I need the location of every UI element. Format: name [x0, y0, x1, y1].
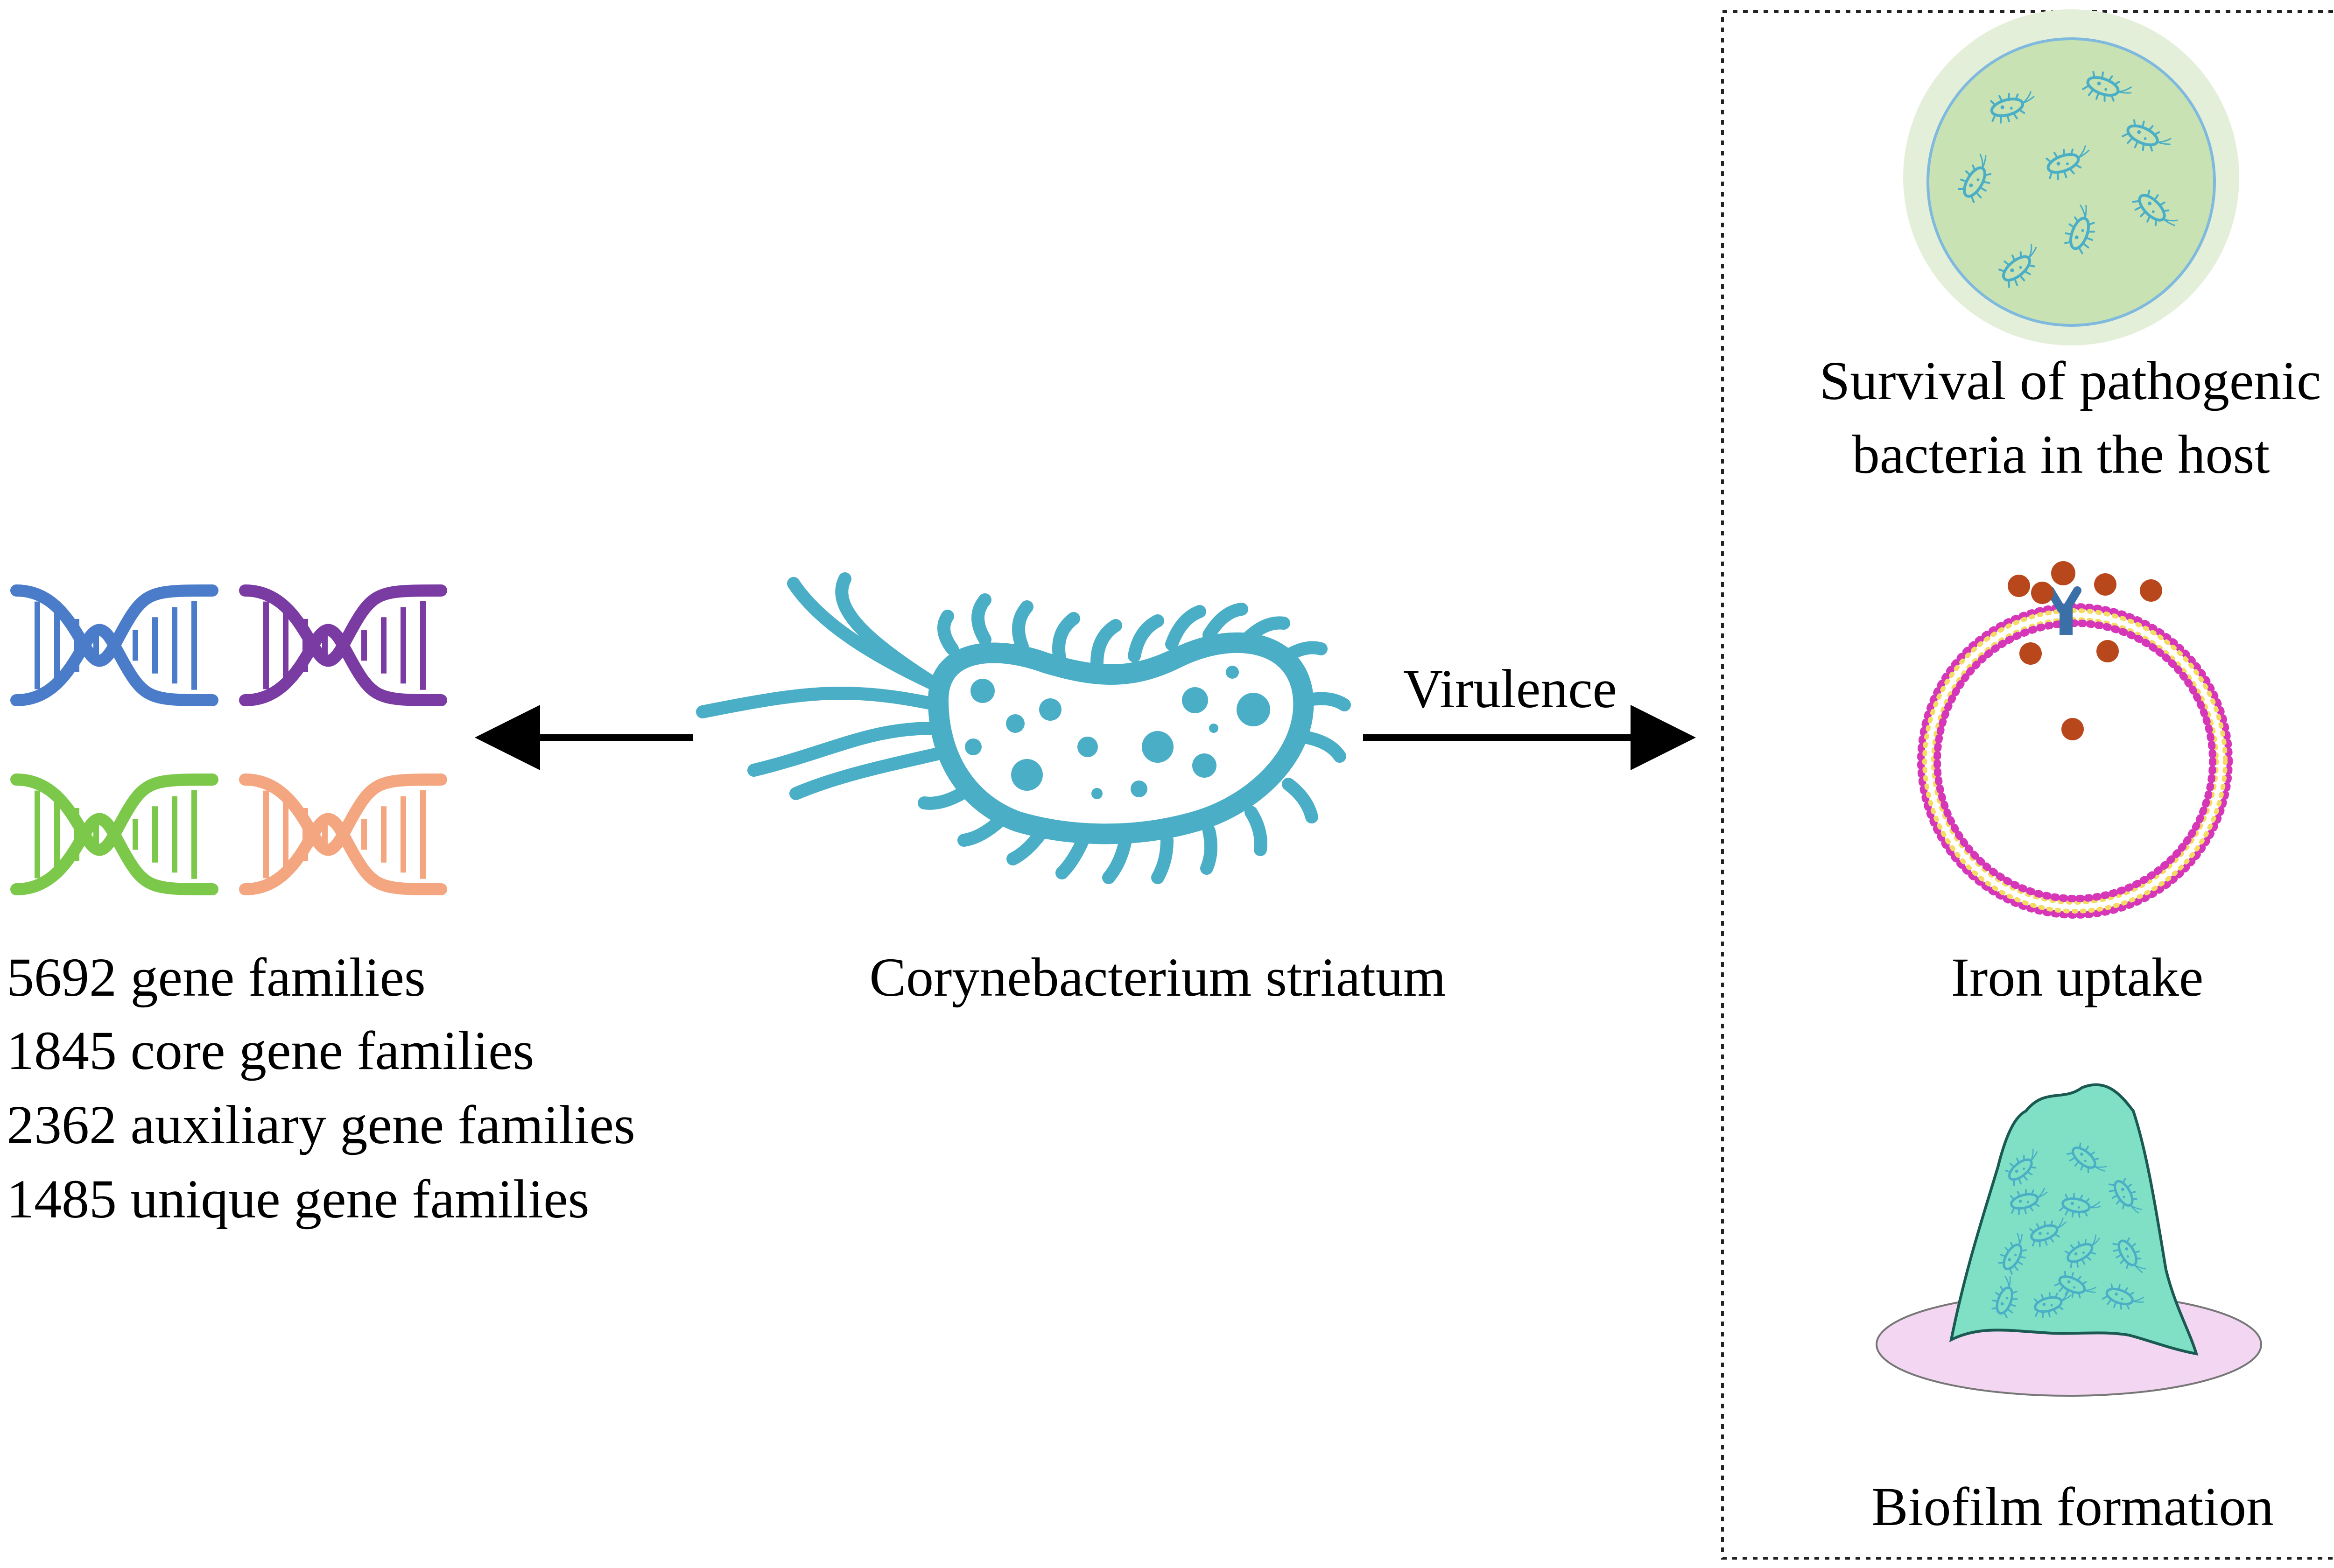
iron-label: Iron uptake: [1951, 947, 2204, 1008]
arrow-label: Virulence: [1403, 658, 1617, 719]
survival-label-line1: Survival of pathogenic: [1820, 350, 2321, 411]
bacterium-icon: [696, 572, 1351, 884]
iron-molecules: [2008, 561, 2162, 740]
gene-stat-core: 1845 core gene families: [7, 1020, 534, 1081]
dna-icon-blue: [10, 584, 218, 706]
dna-icon-orange: [239, 773, 447, 895]
dna-icon-purple: [239, 584, 447, 706]
dna-icon-green: [10, 773, 218, 895]
gene-stat-unique: 1485 unique gene families: [7, 1168, 590, 1230]
biofilm-icon: [1876, 1083, 2262, 1397]
petri-dish-icon: [1903, 9, 2239, 345]
dna-icons: [10, 584, 447, 895]
center-label: Corynebacterium striatum: [869, 947, 1446, 1008]
iron-uptake-icon: [1917, 561, 2233, 919]
gene-stat-auxiliary: 2362 auxiliary gene families: [7, 1094, 635, 1155]
biofilm-label: Biofilm formation: [1871, 1476, 2274, 1537]
gene-stats: 5692 gene families 1845 core gene famili…: [7, 947, 635, 1230]
survival-label-line2: bacteria in the host: [1852, 424, 2270, 485]
gene-stat-total: 5692 gene families: [7, 947, 426, 1008]
